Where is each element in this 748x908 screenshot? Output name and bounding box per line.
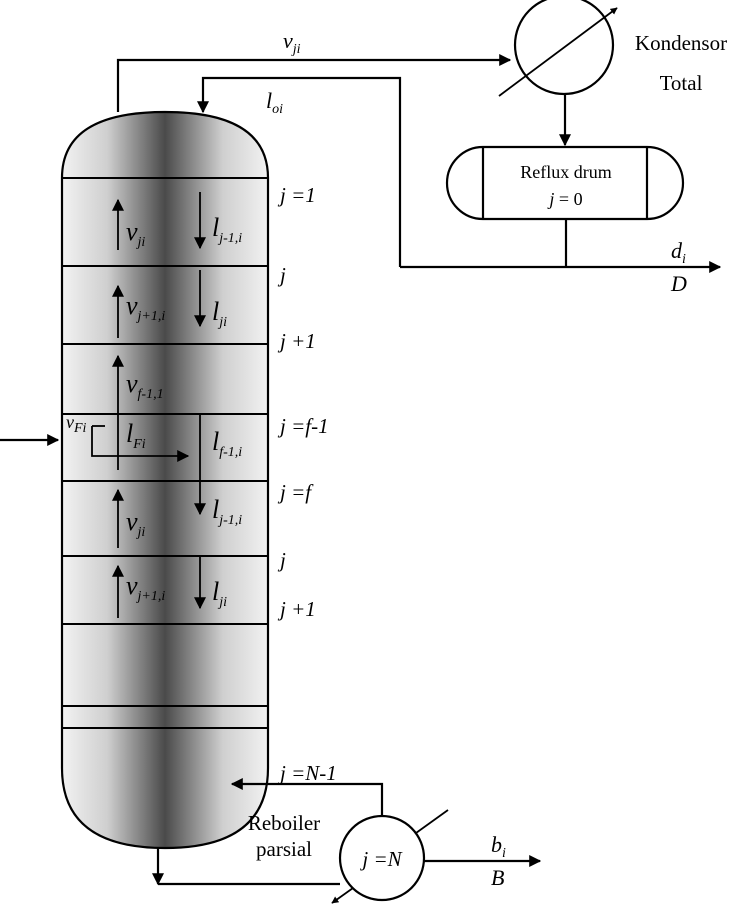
vapor-flow-label: vji [126, 507, 145, 540]
vapor-flow-label: vj+1,i [126, 571, 165, 604]
reflux-drum-title: Reflux drum [520, 162, 612, 182]
vapor-overhead-line [116, 54, 512, 112]
stage-labels: j =1 j j +1 j =f-1 j =f j j +1 j =N-1 [277, 183, 337, 785]
liquid-flow-label: lj-1,i [212, 213, 242, 246]
reflux-return-line [197, 76, 722, 273]
reboiler-label-line2: parsial [256, 837, 312, 861]
distillation-column [60, 110, 270, 850]
stage-label: j [277, 548, 286, 572]
reboiler-label-line1: Reboiler [248, 811, 320, 835]
stage-label: j =f [277, 480, 314, 504]
vapor-flow-label: vf-1,1 [126, 369, 164, 402]
stage2-flows [112, 270, 206, 338]
vapor-flow-label: vj+1,i [126, 291, 165, 324]
liquid-flow-label: lji [212, 297, 227, 330]
stage6-flows [112, 556, 206, 618]
feed-inlet [0, 414, 206, 516]
distillate-total-label: D [670, 271, 687, 296]
reboiler [152, 778, 542, 904]
stage-label: j +1 [277, 597, 316, 621]
reflux-liquid-label: loi [266, 88, 283, 117]
tray-lines [62, 177, 268, 729]
distillate-flow-label: di [671, 238, 686, 267]
stage-label: j [277, 263, 286, 287]
reflux-drum [445, 145, 685, 221]
vapor-top-label: vji [283, 28, 301, 57]
bottoms-total-label: B [491, 865, 504, 890]
feed-liquid-label: lFi [126, 419, 146, 452]
reboiler-stage-label: j =N [359, 847, 402, 871]
bottoms-flow-label: bi [491, 832, 506, 861]
reflux-drum-stage: j = 0 [547, 189, 582, 209]
stage1-flows [112, 192, 206, 250]
stage-label: j =N-1 [277, 761, 337, 785]
stage-label: j +1 [277, 329, 316, 353]
liquid-flow-label: lji [212, 577, 227, 610]
liquid-flow-label: lj-1,i [212, 495, 242, 528]
vapor-flow-label: vji [126, 217, 145, 250]
condenser [498, 0, 618, 147]
condenser-label-line2: Total [660, 71, 703, 95]
stage-label: j =1 [277, 183, 316, 207]
stage-label: j =f-1 [277, 414, 329, 438]
feed-vapor-label: vFi [66, 412, 87, 436]
condenser-label-line1: Kondensor [635, 31, 727, 55]
liquid-flow-label: lf-1,i [212, 427, 242, 460]
